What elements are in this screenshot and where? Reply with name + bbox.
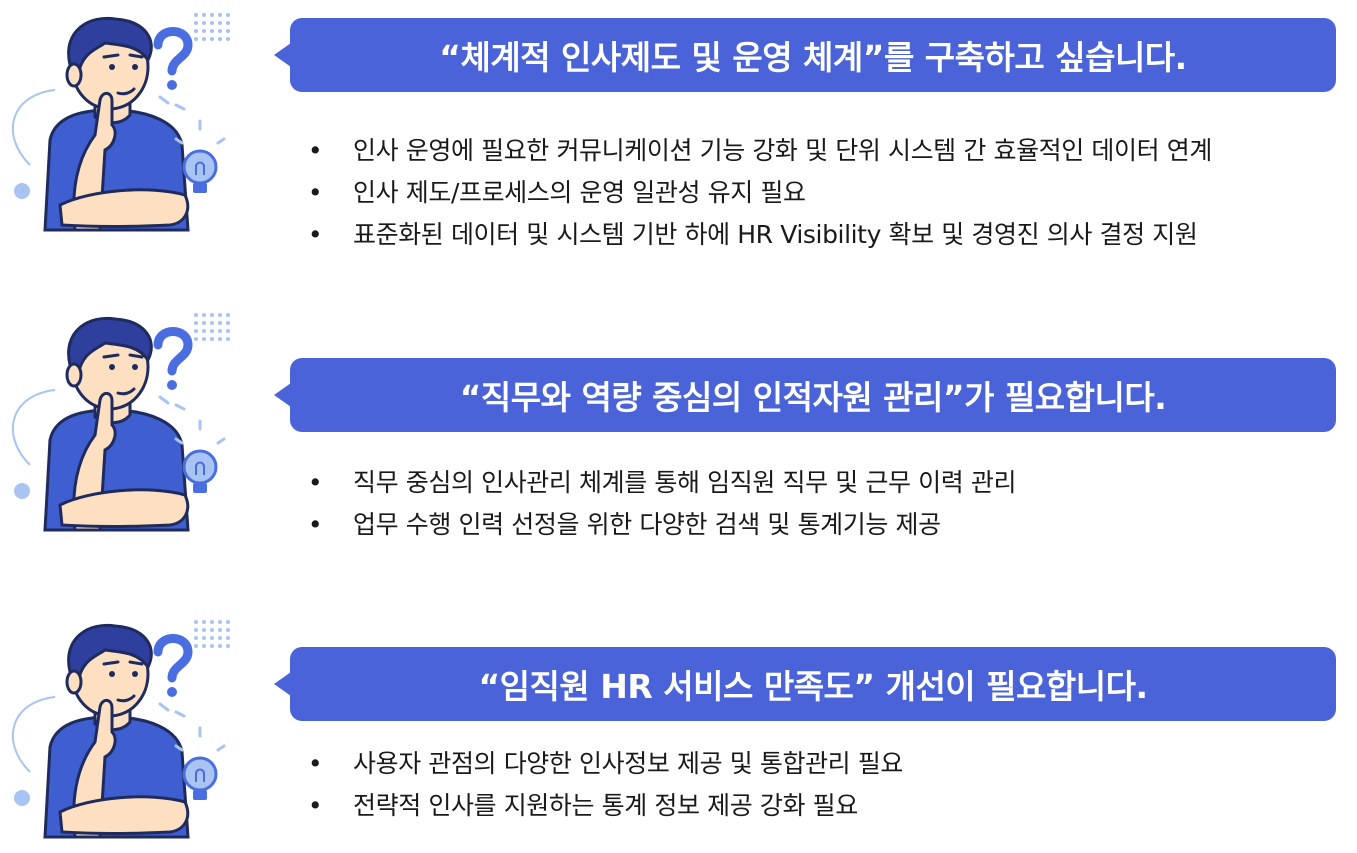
list-item-text: 인사 제도/프로세스의 운영 일관성 유지 필요 <box>353 178 806 207</box>
list-item-text: 인사 운영에 필요한 커뮤니케이션 기능 강화 및 단위 시스템 간 효율적인 … <box>353 136 1212 165</box>
list-item-text: 업무 수행 인력 선정을 위한 다양한 검색 및 통계기능 제공 <box>353 510 941 539</box>
section-heading: “직무와 역량 중심의 인적자원 관리”가 필요합니다. <box>290 358 1336 432</box>
bullet-list: • 인사 운영에 필요한 커뮤니케이션 기능 강화 및 단위 시스템 간 효율적인… <box>305 130 1213 256</box>
list-item: • 인사 제도/프로세스의 운영 일관성 유지 필요 <box>305 172 1212 214</box>
bullet-dot: • <box>307 136 323 165</box>
thinking-man-icon <box>0 5 250 235</box>
bullet-dot: • <box>307 220 323 249</box>
section-3: “임직원 HR 서비스 만족도” 개선이 필요합니다. • 사용자 관점의 다양한… <box>0 610 1357 853</box>
list-item: • 전략적 인사를 지원하는 통계 정보 제공 강화 필요 <box>305 785 903 827</box>
list-item-text: 전략적 인사를 지원하는 통계 정보 제공 강화 필요 <box>353 791 858 820</box>
bullet-list: • 직무 중심의 인사관리 체계를 통해 임직원 직무 및 근무 이력 관리 • 업… <box>305 462 1017 546</box>
list-item: • 사용자 관점의 다양한 인사정보 제공 및 통합관리 필요 <box>305 743 904 785</box>
thinking-man-icon <box>0 612 250 842</box>
section-heading: “임직원 HR 서비스 만족도” 개선이 필요합니다. <box>290 647 1336 721</box>
list-item: • 인사 운영에 필요한 커뮤니케이션 기능 강화 및 단위 시스템 간 효율적인… <box>305 130 1213 172</box>
bullet-dot: • <box>307 791 323 820</box>
section-2: “직무와 역량 중심의 인적자원 관리”가 필요합니다. • 직무 중심의 인사관… <box>0 300 1357 570</box>
thinking-man-icon <box>0 305 250 535</box>
bullet-dot: • <box>307 468 323 497</box>
bullet-list: • 사용자 관점의 다양한 인사정보 제공 및 통합관리 필요 • 전략적 인사를 … <box>305 743 904 827</box>
bullet-dot: • <box>307 749 323 778</box>
bullet-dot: • <box>307 178 323 207</box>
bullet-dot: • <box>307 510 323 539</box>
list-item-text: 표준화된 데이터 및 시스템 기반 하에 HR Visibility 확보 및 … <box>353 220 1198 249</box>
section-1: “체계적 인사제도 및 운영 체계”를 구축하고 싶습니다. • 인사 운영에 필… <box>0 0 1357 270</box>
list-item: • 업무 수행 인력 선정을 위한 다양한 검색 및 통계기능 제공 <box>305 504 1016 546</box>
list-item: • 표준화된 데이터 및 시스템 기반 하에 HR Visibility 확보 및… <box>305 214 1212 256</box>
section-heading: “체계적 인사제도 및 운영 체계”를 구축하고 싶습니다. <box>290 18 1336 92</box>
list-item-text: 직무 중심의 인사관리 체계를 통해 임직원 직무 및 근무 이력 관리 <box>353 468 1017 497</box>
list-item-text: 사용자 관점의 다양한 인사정보 제공 및 통합관리 필요 <box>353 749 904 778</box>
list-item: • 직무 중심의 인사관리 체계를 통해 임직원 직무 및 근무 이력 관리 <box>305 462 1017 504</box>
